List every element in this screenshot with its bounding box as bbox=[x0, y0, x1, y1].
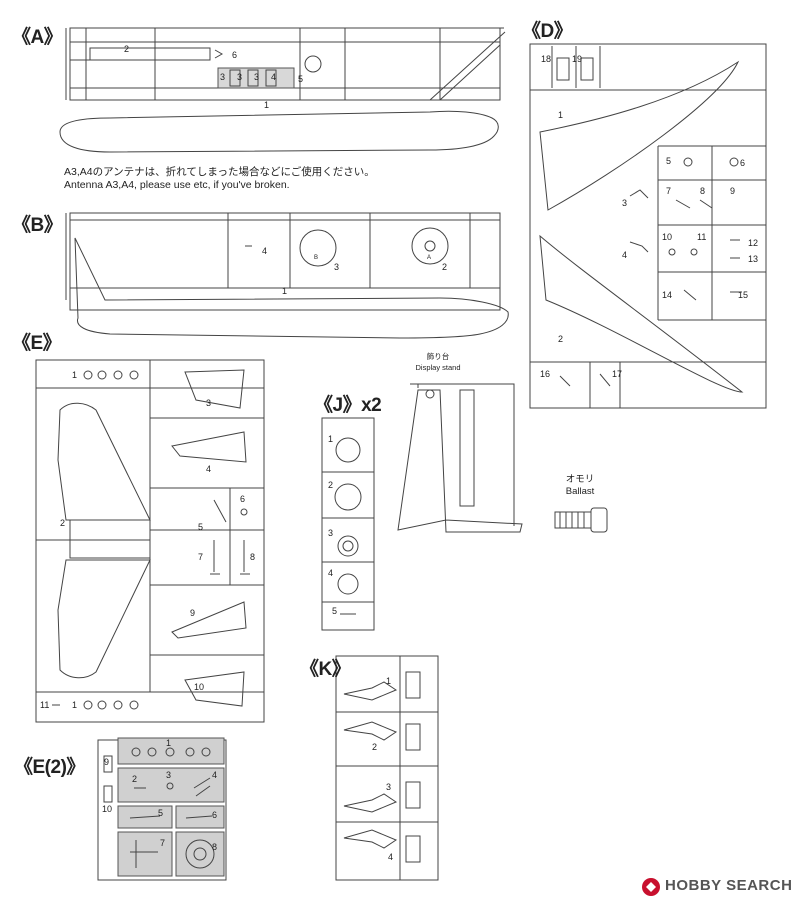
part-number: 5 bbox=[666, 156, 672, 166]
part-number: 5 bbox=[332, 606, 338, 616]
part-number: 2 bbox=[372, 742, 378, 752]
part-number: 10 bbox=[662, 232, 673, 242]
sprue-d-title: 《D》 bbox=[522, 21, 573, 42]
fuselage-half-b bbox=[74, 237, 509, 339]
part-number: 2 bbox=[442, 262, 448, 272]
part-number: 3 bbox=[220, 72, 226, 82]
part-number: 3 bbox=[386, 782, 392, 792]
sprue-b-title: 《B》 bbox=[12, 215, 63, 236]
part-number: 1 bbox=[264, 100, 270, 110]
sprue-k-title: 《K》 bbox=[300, 659, 351, 680]
sprue-d-frame bbox=[529, 43, 767, 409]
part-number: 4 bbox=[388, 852, 394, 862]
part-number: 15 bbox=[738, 290, 749, 300]
mold-mark: B bbox=[314, 255, 319, 261]
antenna-note-en: Antenna A3,A4, please use etc, if you've… bbox=[64, 179, 290, 191]
part-number: 14 bbox=[662, 290, 673, 300]
ballast-drawing bbox=[554, 507, 608, 533]
part-number: 11 bbox=[697, 232, 707, 242]
part-number: 1 bbox=[386, 676, 392, 686]
display-stand-label-jp: 飾り台 bbox=[426, 352, 450, 361]
part-number: 4 bbox=[212, 770, 218, 780]
hobby-search-logo-icon bbox=[642, 878, 660, 896]
watermark-text: HOBBY SEARCH bbox=[665, 877, 793, 894]
part-number: 3 bbox=[334, 262, 340, 272]
part-number: 2 bbox=[124, 44, 130, 54]
part-number: 1 bbox=[282, 286, 288, 296]
part-number: 1 bbox=[166, 738, 172, 748]
part-number: 19 bbox=[572, 54, 583, 64]
part-number: 5 bbox=[298, 74, 304, 84]
part-number: 4 bbox=[328, 568, 334, 578]
part-number: 4 bbox=[622, 250, 628, 260]
ballast-label-en: Ballast bbox=[565, 486, 595, 497]
part-number: 3 bbox=[622, 198, 628, 208]
fuselage-half-a bbox=[59, 110, 499, 153]
part-number: 16 bbox=[540, 369, 551, 379]
part-number: 7 bbox=[160, 838, 166, 848]
part-number: 9 bbox=[104, 757, 110, 767]
part-number: 10 bbox=[194, 682, 205, 692]
part-number: 2 bbox=[558, 334, 564, 344]
sprue-e2-title: 《E(2)》 bbox=[14, 757, 85, 778]
hobby-search-watermark: HOBBY SEARCH bbox=[640, 876, 796, 898]
sprue-j-frame bbox=[321, 417, 375, 631]
part-number: 2 bbox=[132, 774, 138, 784]
display-stand-label-en: Display stand bbox=[415, 363, 461, 372]
part-number: 13 bbox=[748, 254, 759, 264]
sprue-j-title: 《J》x2 bbox=[314, 395, 382, 416]
sprue-e-title: 《E》 bbox=[12, 333, 62, 354]
part-number: 1 bbox=[72, 370, 78, 380]
part-number: 3 bbox=[254, 72, 260, 82]
part-number: 5 bbox=[198, 522, 204, 532]
sprue-e-frame bbox=[35, 359, 265, 723]
antenna-note-jp: A3,A4のアンテナは、折れてしまった場合などにご使用ください。 bbox=[64, 166, 375, 178]
part-number: 4 bbox=[271, 72, 277, 82]
part-number: 4 bbox=[206, 464, 212, 474]
sprue-k-frame bbox=[335, 655, 439, 881]
sprue-b-frame bbox=[65, 212, 501, 311]
part-number: 6 bbox=[232, 50, 238, 60]
part-number: 1 bbox=[558, 110, 564, 120]
part-number: 8 bbox=[250, 552, 256, 562]
ballast-label-jp: オモリ bbox=[565, 474, 595, 485]
sprue-a-frame bbox=[65, 27, 504, 101]
part-number: 8 bbox=[212, 842, 218, 852]
part-number: 17 bbox=[612, 369, 623, 379]
part-number: 7 bbox=[666, 186, 672, 196]
part-number: 8 bbox=[700, 186, 706, 196]
part-number: 2 bbox=[328, 480, 334, 490]
part-number: 6 bbox=[740, 158, 746, 168]
part-number: 7 bbox=[198, 552, 204, 562]
display-stand-frame bbox=[397, 383, 523, 533]
part-number: 1 bbox=[328, 434, 334, 444]
sprue-e2-frame bbox=[97, 737, 227, 881]
part-number: 3 bbox=[328, 528, 334, 538]
part-number: 5 bbox=[158, 808, 164, 818]
mold-mark: A bbox=[427, 255, 432, 261]
sprue-a-title: 《A》 bbox=[12, 27, 63, 48]
part-number: 9 bbox=[730, 186, 736, 196]
part-number: 6 bbox=[240, 494, 246, 504]
part-number: 10 bbox=[102, 804, 113, 814]
part-number: 18 bbox=[541, 54, 552, 64]
part-number: 3 bbox=[237, 72, 243, 82]
part-number: 1 bbox=[72, 700, 78, 710]
part-number: 6 bbox=[212, 810, 218, 820]
part-number: 3 bbox=[206, 398, 212, 408]
part-number: 4 bbox=[262, 246, 268, 256]
part-number: 12 bbox=[748, 238, 759, 248]
part-number: 2 bbox=[60, 518, 66, 528]
part-number: 3 bbox=[166, 770, 172, 780]
part-number: 9 bbox=[190, 608, 196, 618]
part-number: 11 bbox=[40, 700, 50, 710]
